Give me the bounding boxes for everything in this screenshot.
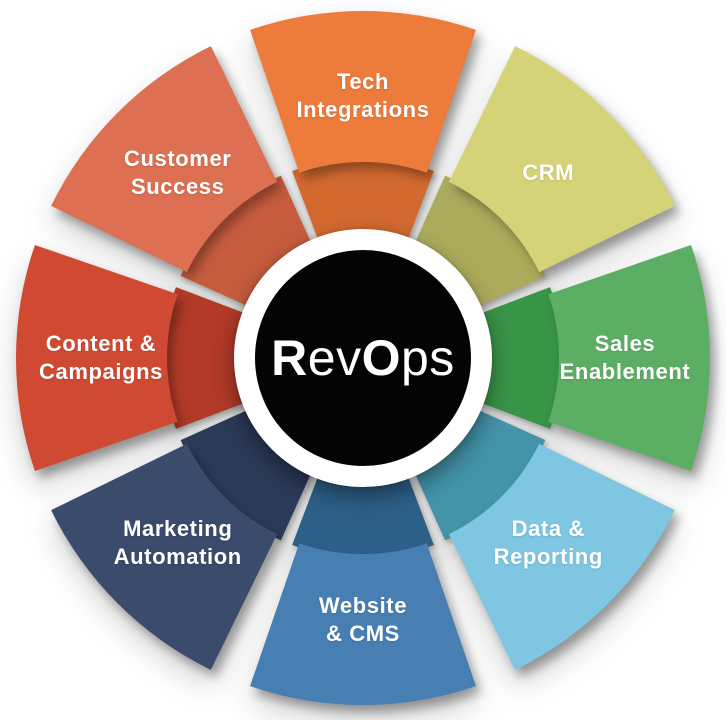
segment-tech-integrations: [250, 10, 476, 173]
center-label-r: R: [271, 330, 308, 386]
segment-label-content-campaigns: Content &Campaigns: [39, 330, 163, 384]
segment-sales-enablement: [548, 245, 710, 471]
segment-label-data-reporting: Data &Reporting: [493, 516, 603, 570]
segment-data-reporting: [448, 443, 675, 670]
center-label-ev: ev: [307, 330, 362, 386]
segment-band-website-cms: [292, 464, 434, 558]
center-label: RevOps: [271, 329, 455, 387]
segment-crm: [448, 46, 675, 273]
center-circle: RevOps: [234, 229, 492, 487]
segment-marketing-automation: [51, 443, 278, 670]
center-label-o: O: [361, 330, 401, 386]
segment-band-tech-integrations: [292, 158, 434, 252]
segment-content-campaigns: [15, 245, 178, 471]
segment-label-crm: CRM: [522, 159, 575, 185]
center-label-ps: ps: [401, 330, 455, 386]
segment-band-content-campaigns: [163, 287, 257, 429]
segment-website-cms: [250, 543, 476, 706]
segment-band-sales-enablement: [469, 287, 563, 429]
segment-label-website-cms: Website& CMS: [318, 592, 408, 646]
segment-customer-success: [51, 46, 278, 273]
